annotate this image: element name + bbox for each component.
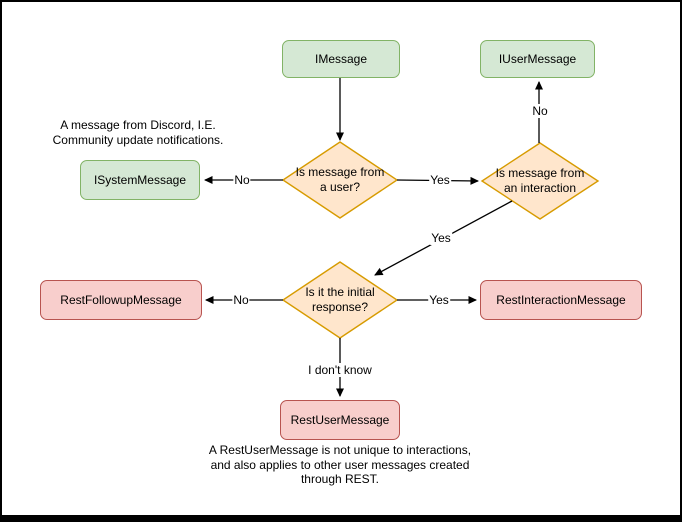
edge-label-no-isystemmessage: No — [233, 173, 251, 187]
edge-label-no-restfollowup: No — [232, 293, 250, 307]
decision-label-is-initial-response: Is it the initial response? — [305, 285, 375, 314]
node-restfollowupmessage: RestFollowupMessage — [40, 280, 202, 320]
node-iusermessage: IUserMessage — [480, 40, 595, 78]
decision-diamond-is-from-user — [281, 141, 399, 219]
annotation-line: A RestUserMessage is not unique to inter… — [208, 443, 472, 457]
node-restinteractionmessage: RestInteractionMessage — [480, 280, 642, 320]
annotation-restusermessage-note: A RestUserMessage is not unique to inter… — [170, 443, 510, 487]
annotation-line: A message from Discord, I.E. — [60, 118, 216, 132]
edge-label-yes-initial-response: Yes — [430, 231, 452, 245]
node-isystemmessage: ISystemMessage — [80, 160, 200, 200]
edge-label-no-iusermessage: No — [531, 104, 549, 118]
node-restusermessage: RestUserMessage — [280, 400, 400, 440]
annotation-isystemmessage-note: A message from Discord, I.E. Community u… — [40, 118, 236, 148]
decision-label-is-from-user: Is message from a user? — [295, 165, 385, 194]
edge-label-yes-interaction: Yes — [429, 173, 451, 187]
decision-label-is-from-interaction: Is message from an interaction — [495, 166, 585, 195]
annotation-line: and also applies to other user messages … — [210, 457, 470, 472]
edge-label-i-dont-know: I don't know — [307, 363, 373, 377]
edge-label-yes-restinteraction: Yes — [428, 293, 450, 307]
annotation-line: through REST. — [300, 472, 380, 486]
annotation-line: Community update notifications. — [52, 133, 224, 147]
decision-diamond-is-from-interaction — [480, 142, 600, 220]
node-imessage: IMessage — [282, 40, 400, 78]
